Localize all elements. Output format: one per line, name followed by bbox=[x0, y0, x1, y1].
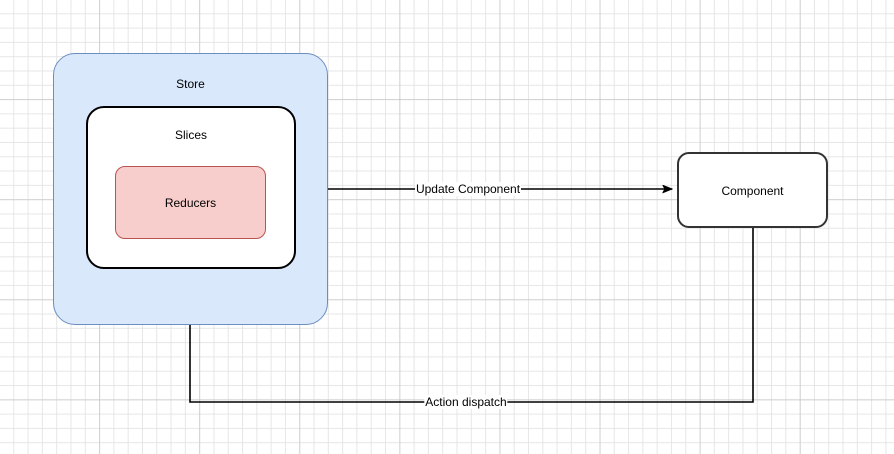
node-reducers-label: Reducers bbox=[164, 196, 217, 210]
node-store-label: Store bbox=[176, 77, 205, 91]
edge-label-action-dispatch: Action dispatch bbox=[424, 395, 508, 409]
node-slices-label: Slices bbox=[174, 128, 207, 142]
node-component-label: Component bbox=[721, 184, 784, 198]
node-component[interactable]: Component bbox=[677, 152, 828, 228]
edge-label-update-component: Update Component bbox=[414, 182, 522, 196]
node-reducers[interactable]: Reducers bbox=[115, 166, 266, 239]
